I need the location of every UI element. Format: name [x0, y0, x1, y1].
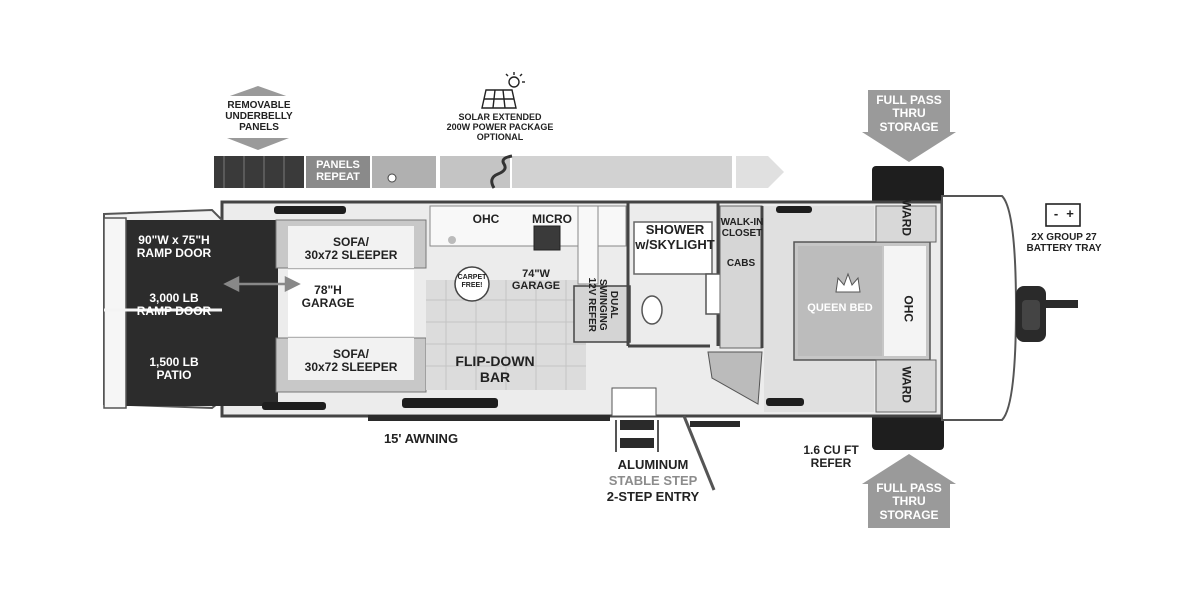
awning [368, 415, 740, 427]
sofa-bottom [275, 337, 427, 393]
battery-icon [1045, 203, 1081, 227]
shower [633, 221, 713, 275]
step-label-line2: STABLE STEP [608, 473, 698, 488]
carpet-free-badge [454, 266, 490, 302]
queen-bed-label: QUEEN BED [807, 302, 873, 314]
storage-arrow-top [862, 90, 956, 162]
step-label-line1: ALUMINUM [617, 457, 689, 472]
panels-repeat-label: PANELS REPEAT [316, 159, 360, 184]
microwave [533, 225, 561, 251]
garage-width-arrow [223, 275, 301, 293]
solar-label: SOLAR EXTENDED 200W POWER PACKAGE OPTION… [446, 112, 554, 143]
toilet [641, 295, 663, 325]
garage-height-label: 78"H GARAGE [301, 283, 355, 311]
battery-minus: - [1053, 206, 1059, 221]
garage-floor-light [288, 270, 414, 336]
windows [262, 206, 812, 410]
storage-compartment-top [872, 166, 944, 204]
garage-width-label: 74"W GARAGE [511, 268, 561, 293]
tile-floor [426, 280, 586, 390]
removable-underbelly-label: REMOVABLE UNDERBELLY PANELS [225, 100, 293, 134]
sofa-top [275, 219, 427, 269]
full-pass-top-label: FULL PASS THRU STORAGE [876, 93, 942, 134]
kitchen-counter [429, 205, 627, 285]
storage-compartment-bottom [872, 412, 944, 450]
ramp-door-size-label: 90"W x 75"H RAMP DOOR [136, 233, 212, 261]
cabs-label: CABS [726, 258, 756, 269]
bedroom-door [707, 351, 763, 405]
front-cap [941, 195, 1018, 421]
dual-refer-box [573, 285, 631, 343]
wardrobe-top [875, 205, 937, 243]
removable-panels-arrow-down [227, 138, 289, 150]
ward-bottom-label: WARD [899, 366, 914, 404]
refer-label: 1.6 CU FT REFER [803, 443, 859, 471]
walk-in-closet-label: WALK-IN CLOSET [720, 217, 764, 240]
flip-down-bar-label: FLIP-DOWN BAR [455, 353, 535, 385]
carpet-free-label: CARPET FREE! [457, 274, 487, 289]
battery-tray-label: 2X GROUP 27 BATTERY TRAY [1026, 232, 1102, 255]
removable-panels-arrow-up [227, 86, 289, 97]
dual-refer-label: DUAL SWINGING 12V REFER [585, 277, 619, 333]
hitch [1016, 286, 1078, 342]
ohc-front-label: OHC [472, 212, 500, 226]
ohc-bedroom-label: OHC [901, 295, 916, 323]
full-pass-bottom-label: FULL PASS THRU STORAGE [876, 481, 942, 522]
patio-label: 1,500 LB PATIO [149, 355, 199, 383]
micro-label: MICRO [532, 212, 572, 226]
crown-icon [835, 272, 861, 293]
step-label-line3: 2-STEP ENTRY [606, 489, 700, 504]
garage-floor [222, 220, 278, 406]
entry-step [611, 387, 716, 491]
ramp-door [103, 208, 223, 410]
queen-bed [793, 241, 931, 361]
sofa-top-label: SOFA/ 30x72 SLEEPER [304, 235, 398, 263]
shower-label: SHOWER w/SKYLIGHT [635, 222, 715, 252]
ward-top-label: WARD [899, 199, 914, 237]
storage-arrow-bottom [862, 454, 956, 528]
awning-label: 15' AWNING [383, 431, 459, 446]
wardrobe-bottom [875, 359, 937, 413]
underbelly-panels-strip [214, 156, 784, 188]
battery-plus: + [1066, 206, 1074, 221]
ramp-door-weight-label: 3,000 LB RAMP DOOR [136, 291, 212, 319]
solar-cable-coil [490, 154, 513, 189]
solar-panel-icon [481, 72, 525, 109]
sofa-bottom-label: SOFA/ 30x72 SLEEPER [304, 347, 398, 375]
